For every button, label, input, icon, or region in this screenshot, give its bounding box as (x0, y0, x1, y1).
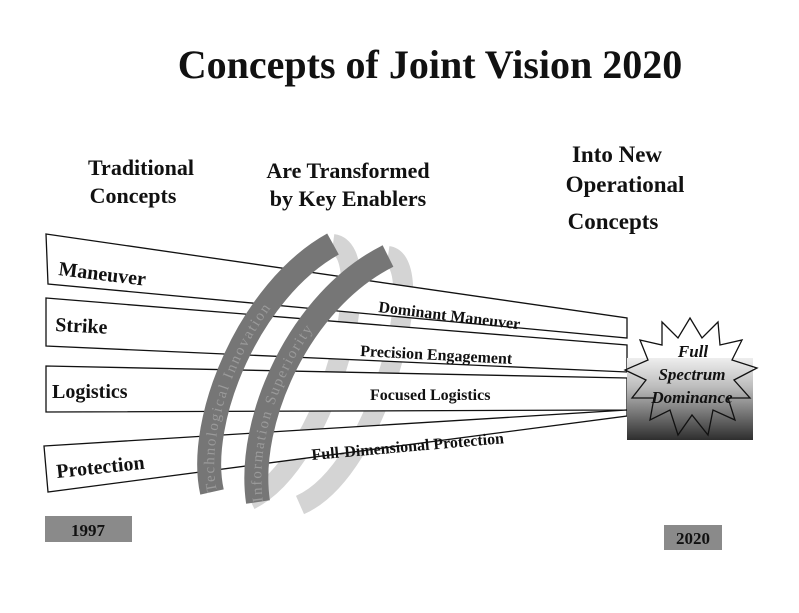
svg-text:Dominance: Dominance (650, 388, 733, 407)
heading-operational: Into New Operational Concepts (566, 142, 685, 234)
svg-text:Traditional: Traditional (88, 155, 194, 180)
heading-enablers: Are Transformed by Key Enablers (266, 158, 429, 211)
svg-text:Concepts: Concepts (90, 183, 177, 208)
svg-text:Full: Full (677, 342, 709, 361)
year-start-badge (45, 516, 132, 542)
goal-label: Full Spectrum Dominance (650, 342, 733, 407)
svg-text:Spectrum: Spectrum (658, 365, 725, 384)
goal-box (627, 358, 753, 440)
svg-text:Operational: Operational (566, 172, 685, 197)
svg-text:Concepts: Concepts (568, 209, 659, 234)
heading-traditional: Traditional Concepts (88, 155, 194, 208)
svg-text:Into New: Into New (572, 142, 662, 167)
band-logistics (45, 365, 628, 413)
page-title: Concepts of Joint Vision 2020 (178, 42, 683, 87)
year-end-badge (664, 525, 722, 550)
svg-text:Are Transformed: Are Transformed (266, 158, 429, 183)
starburst-icon (623, 316, 759, 437)
ring-back-information (295, 246, 414, 515)
label-strike: Strike (55, 314, 108, 339)
year-end-label: 2020 (676, 529, 710, 548)
year-start-label: 1997 (71, 521, 106, 540)
svg-text:by Key Enablers: by Key Enablers (270, 186, 427, 211)
label-focused-logistics: Focused Logistics (370, 387, 490, 404)
label-logistics: Logistics (52, 381, 128, 403)
